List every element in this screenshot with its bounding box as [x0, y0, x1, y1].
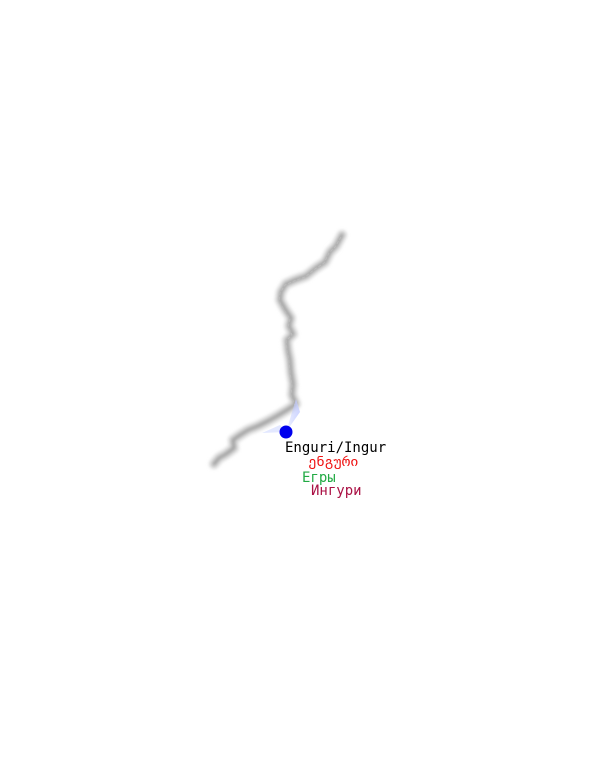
label-name-cyrillic-2: Ингури — [311, 483, 362, 499]
selection-highlight — [286, 399, 300, 432]
label-name-cyrillic-1: Егры — [302, 470, 336, 486]
river-line — [209, 230, 347, 469]
label-name-latin: Enguri/Ingur — [285, 440, 387, 456]
label-name-georgian: ენგური — [308, 454, 359, 470]
location-marker[interactable] — [279, 425, 293, 439]
